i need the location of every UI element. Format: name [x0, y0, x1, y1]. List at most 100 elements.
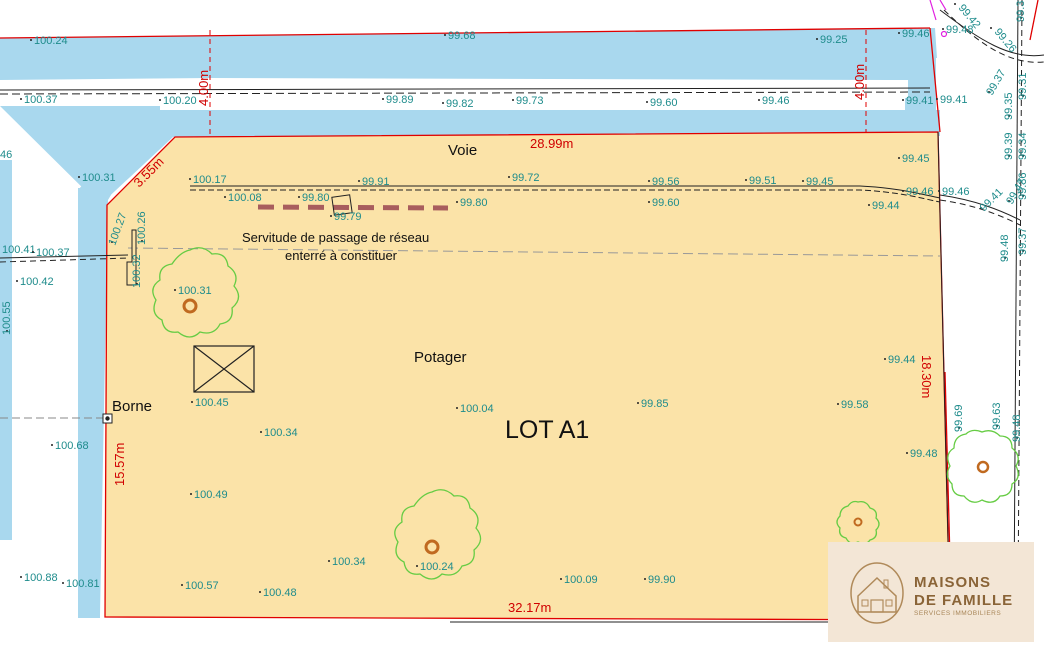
elevation-dot [508, 176, 510, 178]
elevation-dot [990, 27, 992, 29]
far-right-boundary-2 [944, 371, 951, 561]
elevation-dot [868, 204, 870, 206]
servitude-grey-line [127, 247, 941, 257]
logo-line-3: SERVICES IMMOBILIERS [914, 610, 1002, 617]
elevation-dot [996, 425, 998, 427]
label-voie: Voie [448, 142, 477, 159]
elevation-dot [51, 444, 53, 446]
elevation-dot [456, 407, 458, 409]
elevation-dot [20, 576, 22, 578]
elevation-label: 99.60 [650, 97, 678, 109]
elevation-label: 99.48 [1011, 414, 1023, 442]
elevation-label: 100.42 [20, 276, 54, 288]
elevation-dot [1020, 17, 1022, 19]
elevation-label: 100.31 [178, 285, 212, 297]
elevation-dot [837, 403, 839, 405]
elevation-dot [444, 34, 446, 36]
elevation-label: 100.49 [194, 489, 228, 501]
elevation-label: 99.48 [999, 234, 1011, 262]
elevation-label: 99.25 [820, 34, 848, 46]
elevation-dot [330, 215, 332, 217]
elevation-dot [936, 98, 938, 100]
elevation-dot [1016, 437, 1018, 439]
elevation-label: 99.41 [940, 94, 968, 106]
label-borne: Borne [112, 398, 152, 415]
elevation-dot [328, 560, 330, 562]
elevation-label: 99.90 [648, 574, 676, 586]
elevation-dot [416, 565, 418, 567]
elevation-dot [1004, 257, 1006, 259]
elevation-dot [902, 99, 904, 101]
tree-2 [394, 489, 482, 580]
elevation-label: 99.37 [1017, 227, 1029, 255]
elevation-dot [512, 99, 514, 101]
elevation-dot [382, 98, 384, 100]
elevation-label: 99.35 [1003, 92, 1015, 120]
elevation-label: 99.72 [512, 172, 540, 184]
elevation-label: 100.34 [332, 556, 366, 568]
elevation-dot [442, 102, 444, 104]
regard-box [331, 194, 353, 216]
right-boundary-upper [929, 27, 941, 133]
elevation-label: 100.08 [228, 192, 262, 204]
elevation-dot [1022, 95, 1024, 97]
company-logo: MAISONS DE FAMILLE SERVICES IMMOBILIERS [828, 542, 1034, 642]
left-verge-lower [78, 188, 100, 618]
elevation-label: 100.34 [264, 427, 298, 439]
elevation-dot [1008, 200, 1010, 202]
track-line-2 [190, 189, 941, 203]
label-servitude-1: Servitude de passage de réseau [242, 230, 429, 245]
structure-crossed [193, 345, 255, 393]
elevation-label: 99.48 [910, 448, 938, 460]
elevation-dot [980, 207, 982, 209]
elevation-label: 99.39 [1015, 0, 1027, 22]
elevation-dot [224, 196, 226, 198]
elevation-label: 100.45 [195, 397, 229, 409]
right-road-3 [1013, 0, 1019, 601]
elevation-label: 100.57 [185, 580, 219, 592]
elevation-label: 100.26 [136, 211, 148, 245]
elevation-label: 100.17 [193, 174, 227, 186]
elevation-label: 99.60 [652, 197, 680, 209]
elevation-dot [938, 190, 940, 192]
elevation-label: 99.45 [902, 153, 930, 165]
elevation-dot [456, 201, 458, 203]
elevation-dot [745, 179, 747, 181]
elevation-label: 100.24 [420, 561, 454, 573]
elevation-label: 99.89 [386, 94, 414, 106]
elevation-label: 99.45 [806, 176, 834, 188]
elevation-dot [78, 176, 80, 178]
elevation-label: 99.44 [872, 200, 900, 212]
elevation-label: 99.69 [953, 404, 965, 432]
left-road-line [0, 254, 129, 259]
gate-structure [126, 229, 137, 286]
elevation-label: 100.37 [36, 247, 70, 259]
elevation-label: 99.46 [906, 186, 934, 198]
elevation-label: 99.58 [841, 399, 869, 411]
left-verge [0, 160, 12, 540]
elevation-label: 100.68 [55, 440, 89, 452]
elevation-dot [259, 591, 261, 593]
elevation-dot [141, 240, 143, 242]
elevation-dot [758, 99, 760, 101]
road-line-1 [0, 87, 931, 91]
tree-3 [946, 429, 1019, 503]
right-road-2 [943, 9, 1044, 63]
elevation-dot [942, 28, 944, 30]
elevation-dot [816, 38, 818, 40]
right-road-5 [939, 194, 1021, 221]
elevation-label: 99.41 [978, 186, 1006, 214]
right-road-4 [1017, 0, 1023, 601]
elevation-label: 99.91 [362, 176, 390, 188]
elevation-label: 100.24 [34, 35, 68, 47]
elevation-dot [1022, 155, 1024, 157]
elevation-label: 100.48 [263, 587, 297, 599]
elevation-dot [189, 178, 191, 180]
elevation-label: 99.56 [652, 176, 680, 188]
elevation-dot [1008, 115, 1010, 117]
elevation-dot [190, 493, 192, 495]
elevation-label: 100.32 [131, 254, 143, 288]
elevation-dot [1022, 195, 1024, 197]
